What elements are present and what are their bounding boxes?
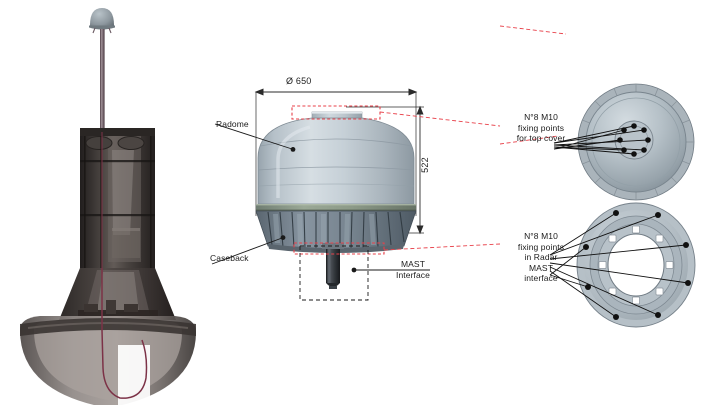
caseback-leader bbox=[211, 235, 286, 265]
antenna-pole bbox=[100, 29, 105, 129]
top-cover-view-graphic bbox=[553, 83, 695, 201]
main-elevation-svg bbox=[211, 88, 501, 301]
top-cover-leader-line bbox=[379, 111, 501, 127]
callout-caseback: Caseback bbox=[210, 253, 249, 263]
mast-interface-leader bbox=[351, 267, 430, 273]
coax-cable bbox=[101, 268, 148, 399]
callout-top-cover-fixings: N°8 M10 fixing points for top cover bbox=[516, 112, 566, 143]
detail-views-panel: N°8 M10 fixing points for top cover N°8 … bbox=[499, 0, 704, 405]
callout-mast-fixings: N°8 M10 fixing points in Radar MAST inte… bbox=[517, 231, 565, 283]
mast-interface-highlight-box bbox=[293, 242, 385, 255]
installed-radome-dome bbox=[20, 316, 196, 405]
mast-interface-incoming-leader bbox=[499, 135, 559, 145]
dimension-label-diameter: Ø 650 bbox=[286, 76, 312, 86]
top-cover-highlight-box bbox=[291, 105, 381, 120]
mast-interface-detail-box bbox=[299, 245, 369, 301]
top-cover-incoming-leader bbox=[499, 25, 567, 35]
dimension-label-height: 522 bbox=[420, 157, 430, 173]
mast-flange-holes bbox=[598, 225, 674, 305]
dimension-diameter-650 bbox=[254, 88, 418, 216]
sealing-band bbox=[256, 204, 416, 211]
radome-leader bbox=[214, 123, 296, 152]
mast-flange-bolt-leaders bbox=[549, 212, 689, 318]
top-cover-bolt-leaders bbox=[553, 125, 649, 155]
caseback-fins bbox=[267, 211, 405, 250]
mast-transition-skirt bbox=[59, 268, 176, 320]
callout-radome: Radome bbox=[216, 119, 249, 129]
mast-tower-body bbox=[80, 128, 155, 268]
main-elevation-view: Ø 650 522 Radome Caseback MAST Interface bbox=[200, 0, 501, 405]
radome-dome-body bbox=[257, 117, 415, 205]
installation-render-view bbox=[0, 0, 205, 405]
callout-mast-interface: MAST Interface bbox=[396, 259, 430, 280]
installation-render-svg bbox=[20, 8, 196, 405]
detail-views-svg bbox=[499, 25, 696, 328]
top-antenna-radome bbox=[89, 8, 115, 34]
mast-interface-flange-graphic bbox=[549, 202, 696, 328]
mast-interface-stem bbox=[322, 243, 344, 289]
